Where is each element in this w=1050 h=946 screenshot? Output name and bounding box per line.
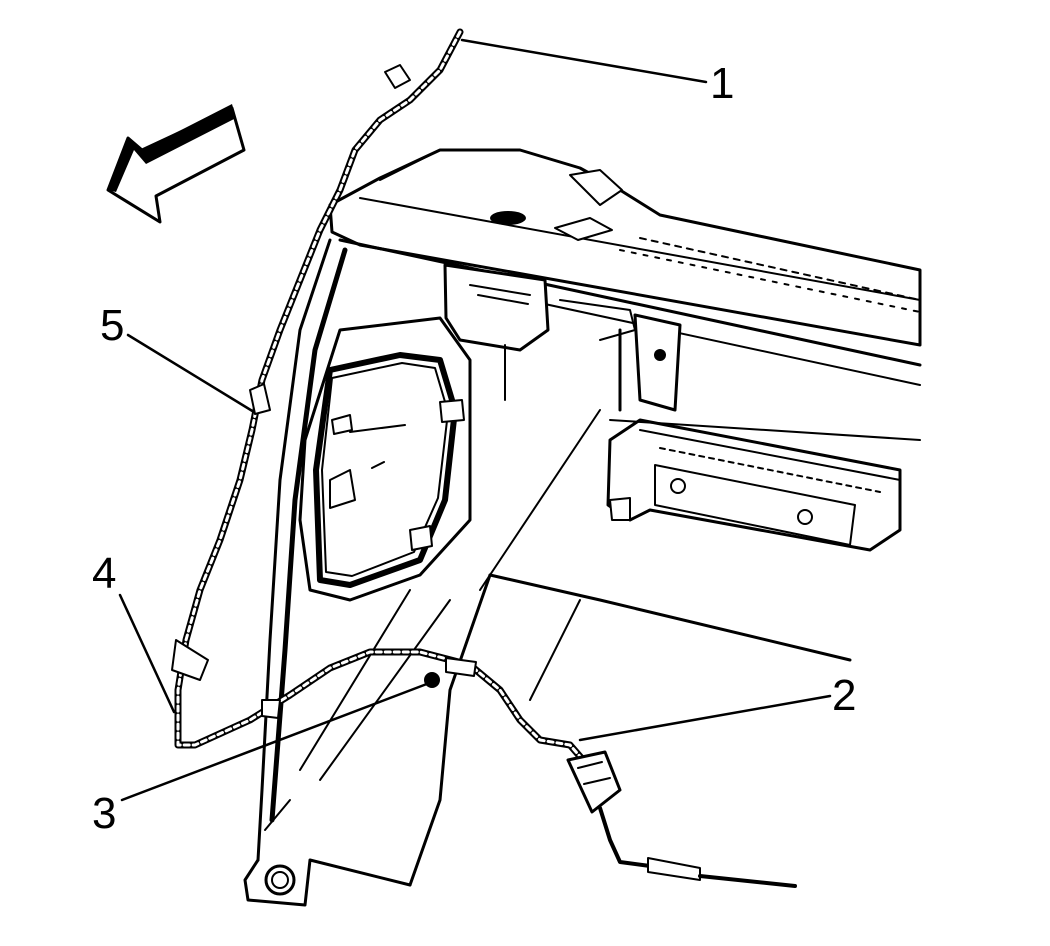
antenna-harness — [171, 28, 797, 888]
forward-arrow-icon — [106, 104, 246, 224]
mounting-bracket — [606, 418, 921, 552]
callout-2: 2 — [832, 671, 856, 720]
callout-4: 4 — [92, 549, 116, 598]
callout-leaders — [118, 38, 832, 802]
side-panel — [298, 316, 472, 602]
callout-5: 5 — [100, 301, 124, 350]
a-pillar-trim — [243, 238, 412, 907]
callout-3: 3 — [92, 789, 116, 838]
lower-panel — [299, 409, 852, 887]
callout-labels: 1 2 3 4 5 — [92, 59, 856, 838]
instrument-panel — [328, 148, 922, 412]
callout-1: 1 — [710, 59, 734, 108]
